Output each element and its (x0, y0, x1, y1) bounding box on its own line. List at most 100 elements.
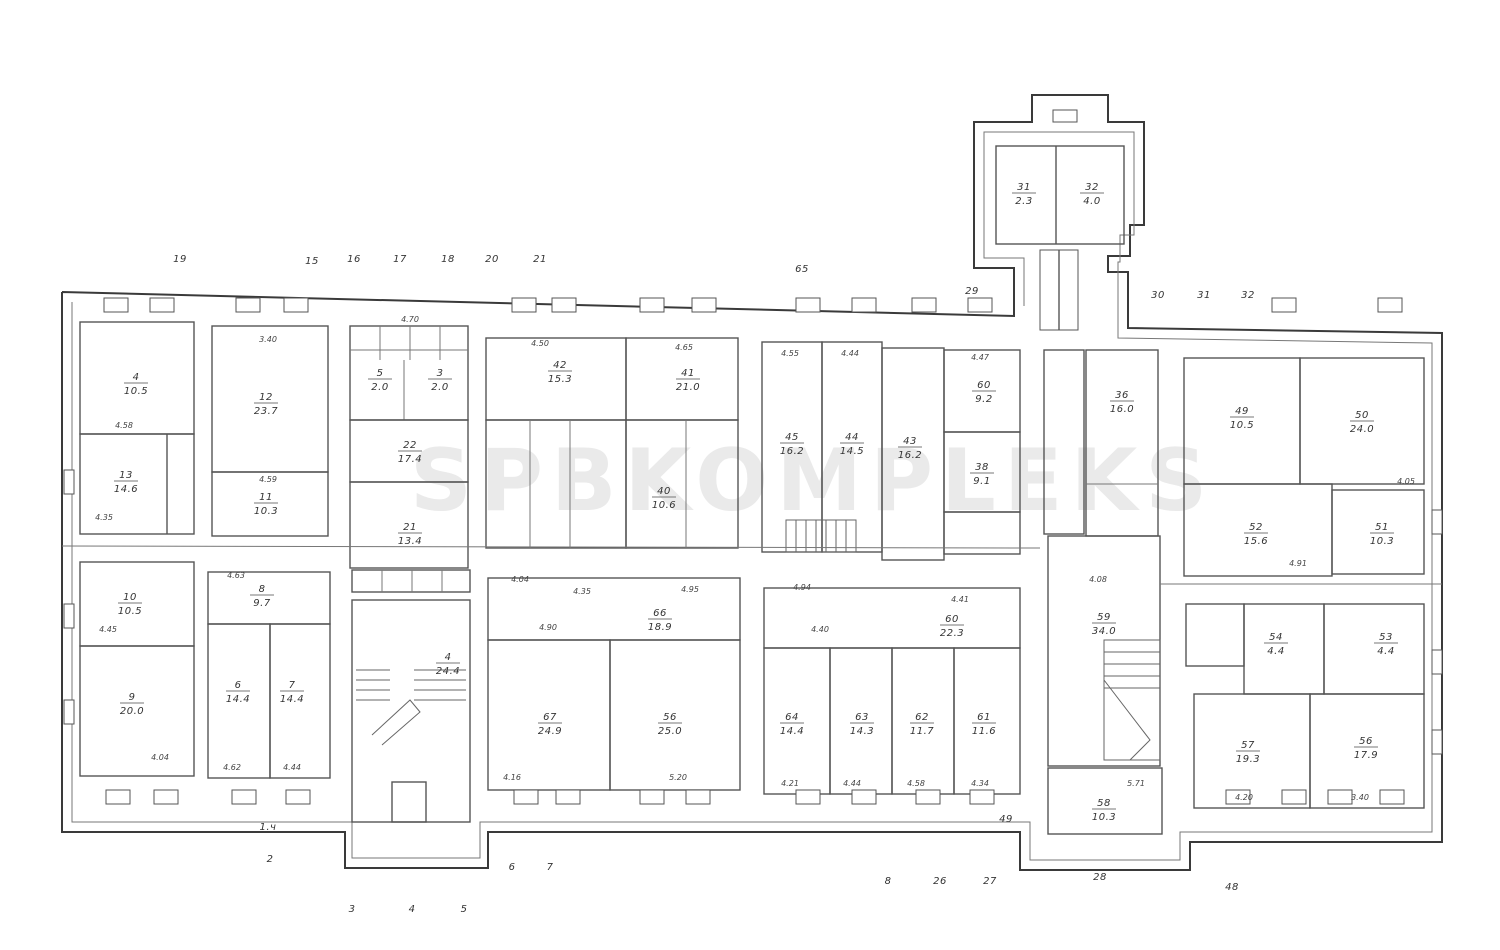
window (851, 789, 877, 805)
room-area: 16.2 (898, 450, 922, 461)
room-number: 63 (855, 712, 869, 723)
window (967, 297, 993, 313)
window (911, 297, 937, 313)
edge-label: 32 (1241, 290, 1255, 301)
window (1377, 297, 1403, 313)
dimension-label: 4.62 (223, 763, 241, 772)
tower (995, 109, 1125, 331)
room-label: 920.0 (120, 692, 144, 717)
dimension-label: 4.08 (1089, 575, 1107, 584)
room-number: 50 (1355, 410, 1369, 421)
window (639, 789, 665, 805)
room-area: 14.4 (280, 694, 304, 705)
room-area: 17.4 (398, 454, 422, 465)
edge-label: 7 (547, 862, 554, 873)
room-label: 544.4 (1264, 632, 1288, 657)
dimension-label: 4.58 (115, 421, 133, 430)
dimension-label: 4.44 (283, 763, 301, 772)
dimension-label: 4.04 (511, 575, 529, 584)
dimension-label: 4.59 (259, 475, 277, 484)
edge-label: 49 (999, 814, 1013, 825)
room-number: 42 (553, 360, 567, 371)
room-number: 51 (1375, 522, 1389, 533)
wc-stair-block (349, 325, 471, 823)
window (969, 789, 995, 805)
windows (63, 297, 1443, 805)
window (1281, 789, 1307, 805)
room-number: 38 (975, 462, 989, 473)
window (285, 789, 311, 805)
dimension-label: 4.90 (539, 623, 557, 632)
stair-left (356, 669, 466, 746)
room-number: 58 (1097, 798, 1111, 809)
edge-label: 5 (461, 904, 468, 915)
dimension-label: 4.44 (843, 779, 861, 788)
dimension-label: 4.21 (781, 779, 799, 788)
dimension-label: 4.40 (811, 625, 829, 634)
window (235, 297, 261, 313)
window (511, 297, 537, 313)
window (1379, 789, 1405, 805)
room-number: 60 (945, 614, 959, 625)
room-number: 10 (123, 592, 137, 603)
room-area: 10.3 (1370, 536, 1394, 547)
dimension-label: 4.55 (781, 349, 799, 358)
room-number: 7 (289, 680, 296, 691)
room-label: 51 10.3 (1370, 522, 1394, 547)
window (283, 297, 309, 313)
room-number: 4 (445, 652, 452, 663)
room-label: 312.3 (1012, 182, 1036, 207)
edge-label: 19 (173, 254, 187, 265)
room-area: 14.5 (840, 446, 864, 457)
room-area: 34.0 (1092, 626, 1116, 637)
edge-label: 15 (305, 256, 319, 267)
room-number: 66 (653, 608, 667, 619)
stair-right (1103, 639, 1161, 761)
room-area: 9.2 (975, 394, 992, 405)
room-area: 10.3 (1092, 812, 1116, 823)
room-area: 9.7 (253, 598, 271, 609)
room-number: 32 (1085, 182, 1099, 193)
window (1225, 789, 1251, 805)
edge-label: 21 (533, 254, 547, 265)
window (691, 297, 717, 313)
room-area: 23.7 (254, 406, 278, 417)
edge-label: 18 (441, 254, 455, 265)
edge-label: 30 (1151, 290, 1165, 301)
room-number: 11 (259, 492, 273, 503)
window (63, 699, 75, 725)
room-area: 2.0 (371, 382, 388, 393)
room-number: 22 (403, 440, 417, 451)
dimension-label: 4.50 (531, 339, 549, 348)
room-area: 20.0 (120, 706, 144, 717)
dimension-label: 5.71 (1127, 779, 1145, 788)
dimension-label: 3.40 (1351, 793, 1369, 802)
room-number: 56 (663, 712, 677, 723)
room-area: 9.1 (973, 476, 990, 487)
room-area: 10.5 (1230, 420, 1254, 431)
room-number: 9 (129, 692, 136, 703)
window (1271, 297, 1297, 313)
window (795, 789, 821, 805)
room-area: 11.6 (972, 726, 996, 737)
edge-label: 28 (1093, 872, 1107, 883)
room-label: 410.5 (124, 372, 148, 397)
room-area: 24.4 (436, 666, 460, 677)
room-area: 19.3 (1236, 754, 1260, 765)
dimension-label: 4.44 (841, 349, 859, 358)
room-number: 52 (1249, 522, 1263, 533)
